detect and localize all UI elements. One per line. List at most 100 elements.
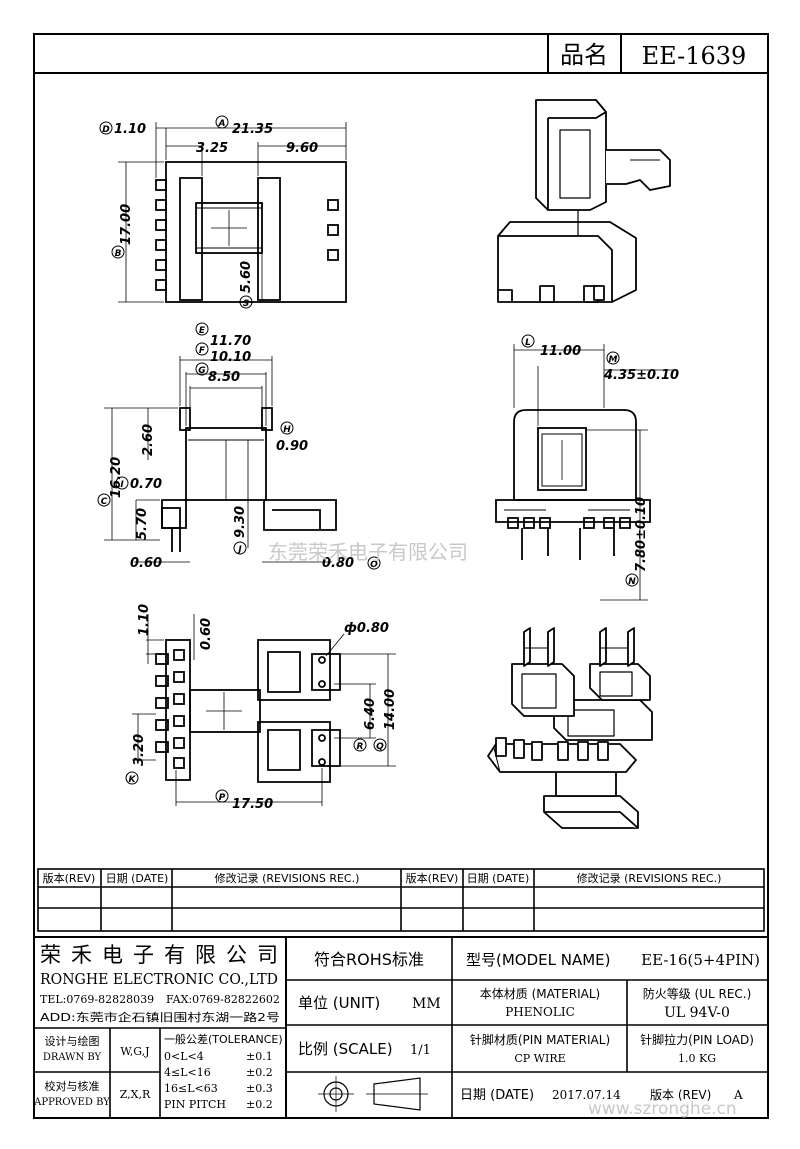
tolerance-range-1: 0<L<4 [164, 1050, 204, 1063]
bottom-view-dims: 1.10 0.60 ф0.80 K 3.20 P 17.50 R 6.40 Q … [125, 604, 398, 812]
svg-text:C: C [101, 497, 108, 507]
sheet-frame [33, 33, 769, 1119]
svg-text:0.60: 0.60 [199, 618, 214, 650]
pin-load-value: 1.0 KG [678, 1052, 716, 1065]
side-view-dims: L 11.00 M 4.35±0.10 N 7.80±0.10 [521, 334, 679, 587]
drawn-by-value: W,G,J [120, 1045, 149, 1058]
svg-text:14.00: 14.00 [383, 689, 398, 730]
svg-text:K: K [129, 775, 137, 785]
ul-value: UL 94V-0 [664, 1005, 730, 1021]
tolerance-range-3: 16≤L<63 [164, 1082, 218, 1095]
side-view [495, 344, 676, 601]
svg-text:0.80: 0.80 [322, 556, 354, 571]
svg-text:16.20: 16.20 [109, 457, 124, 498]
approved-by-value: Z,X,R [120, 1088, 151, 1101]
svg-text:Q: Q [376, 742, 384, 752]
svg-text:D: D [102, 125, 110, 135]
svg-text:O: O [370, 560, 378, 570]
svg-text:9.60: 9.60 [286, 141, 318, 156]
svg-text:11.00: 11.00 [540, 344, 581, 359]
tolerance-range-2: 4≤L<16 [164, 1066, 211, 1079]
company-name-cn: 荣禾电子有限公司 [40, 943, 278, 967]
svg-text:5.60: 5.60 [239, 261, 254, 293]
drawn-by-label-en: DRAWN BY [43, 1052, 102, 1063]
svg-text:0.90: 0.90 [276, 439, 308, 454]
model-value: EE-16(5+4PIN) [641, 951, 760, 969]
unit-value: MM [412, 996, 441, 1012]
svg-text:H: H [283, 425, 291, 435]
top-view-dims: D 1.10 A 21.35 3.25 9.60 B 17.00 S 5.60 [99, 115, 318, 309]
svg-text:P: P [219, 793, 226, 803]
scale-value: 1/1 [410, 1043, 431, 1058]
svg-text:0.60: 0.60 [130, 556, 162, 571]
svg-text:修改记录 (REVISIONS REC.): 修改记录 (REVISIONS REC.) [215, 871, 360, 885]
svg-text:M: M [609, 355, 618, 365]
front-view [104, 356, 337, 563]
tolerance-value-1: ±0.1 [246, 1050, 273, 1063]
tolerance-value-2: ±0.2 [246, 1066, 273, 1079]
drawn-by-label-cn: 设计与绘图 [45, 1034, 100, 1048]
company-fax: FAX:0769-82822602 [166, 993, 280, 1006]
svg-text:2.60: 2.60 [141, 424, 156, 456]
revision-headers: 版本(REV) 日期 (DATE) 修改记录 (REVISIONS REC.) … [43, 871, 722, 885]
svg-text:10.10: 10.10 [210, 350, 251, 365]
front-view-dims: E 11.70 F 10.10 G 8.50 H 0.90 2.60 C 16.… [97, 322, 381, 571]
revision-table [37, 868, 765, 932]
approved-by-label-en: APPROVED BY [33, 1097, 110, 1108]
rohs-label: 符合ROHS标准 [314, 950, 424, 969]
projection-symbol [318, 1076, 428, 1112]
svg-text:版本(REV): 版本(REV) [406, 871, 459, 885]
header-label: 品名 [560, 41, 608, 69]
svg-text:11.70: 11.70 [210, 334, 251, 349]
svg-text:L: L [525, 338, 531, 348]
model-label: 型号(MODEL NAME) [466, 951, 611, 969]
svg-text:3.25: 3.25 [196, 141, 228, 156]
approved-by-label-cn: 校对与核准 [45, 1079, 100, 1093]
svg-text:S: S [243, 299, 249, 309]
svg-text:F: F [199, 346, 206, 356]
tolerance-value-4: ±0.2 [246, 1098, 273, 1111]
ul-label: 防火等级 (UL REC.) [643, 986, 752, 1001]
company-name-en: RONGHE ELECTRONIC CO.,LTD [40, 970, 278, 988]
svg-text:A: A [218, 119, 226, 129]
tolerance-value-3: ±0.3 [246, 1082, 273, 1095]
svg-text:修改记录 (REVISIONS REC.): 修改记录 (REVISIONS REC.) [577, 871, 722, 885]
company-tel: TEL:0769-82828039 [40, 993, 154, 1006]
svg-text:8.50: 8.50 [208, 370, 240, 385]
svg-text:N: N [628, 577, 636, 587]
svg-text:7.80±0.10: 7.80±0.10 [634, 497, 649, 572]
svg-text:1.10: 1.10 [137, 604, 152, 636]
svg-text:I: I [120, 480, 124, 490]
svg-text:ф0.80: ф0.80 [344, 621, 389, 636]
svg-text:5.70: 5.70 [135, 508, 150, 540]
svg-text:6.40: 6.40 [363, 698, 378, 730]
part-number: EE-1639 [642, 42, 747, 70]
pin-material-value: CP WIRE [514, 1052, 565, 1065]
svg-text:B: B [115, 249, 122, 259]
bottom-view [132, 614, 396, 806]
svg-text:版本(REV): 版本(REV) [43, 871, 96, 885]
watermark-company: 东莞荣禾电子有限公司 [268, 540, 468, 564]
company-address: ADD:东莞市企石镇旧围村东湖一路2号 [40, 1010, 280, 1024]
pin-material-label: 针脚材质(PIN MATERIAL) [470, 1032, 610, 1047]
title-block-grid [34, 936, 768, 1118]
svg-text:17.50: 17.50 [232, 797, 273, 812]
svg-text:J: J [236, 545, 242, 555]
svg-text:1.10: 1.10 [114, 122, 146, 137]
material-value: PHENOLIC [505, 1005, 575, 1019]
svg-text:17.00: 17.00 [119, 204, 134, 245]
svg-text:日期 (DATE): 日期 (DATE) [467, 872, 530, 885]
iso-view-top [497, 99, 671, 303]
svg-text:日期 (DATE): 日期 (DATE) [106, 872, 169, 885]
date-label: 日期 (DATE) [460, 1088, 534, 1103]
rev-label: 版本 (REV) [650, 1088, 711, 1102]
svg-text:3.20: 3.20 [132, 734, 147, 766]
svg-text:R: R [357, 742, 364, 752]
iso-view-bottom [487, 627, 653, 829]
tolerance-range-4: PIN PITCH [164, 1098, 226, 1111]
svg-text:G: G [198, 366, 205, 376]
pin-load-label: 针脚拉力(PIN LOAD) [640, 1032, 754, 1047]
watermark-url: www.szronghe.cn [588, 1099, 737, 1119]
svg-text:9.30: 9.30 [233, 506, 248, 538]
